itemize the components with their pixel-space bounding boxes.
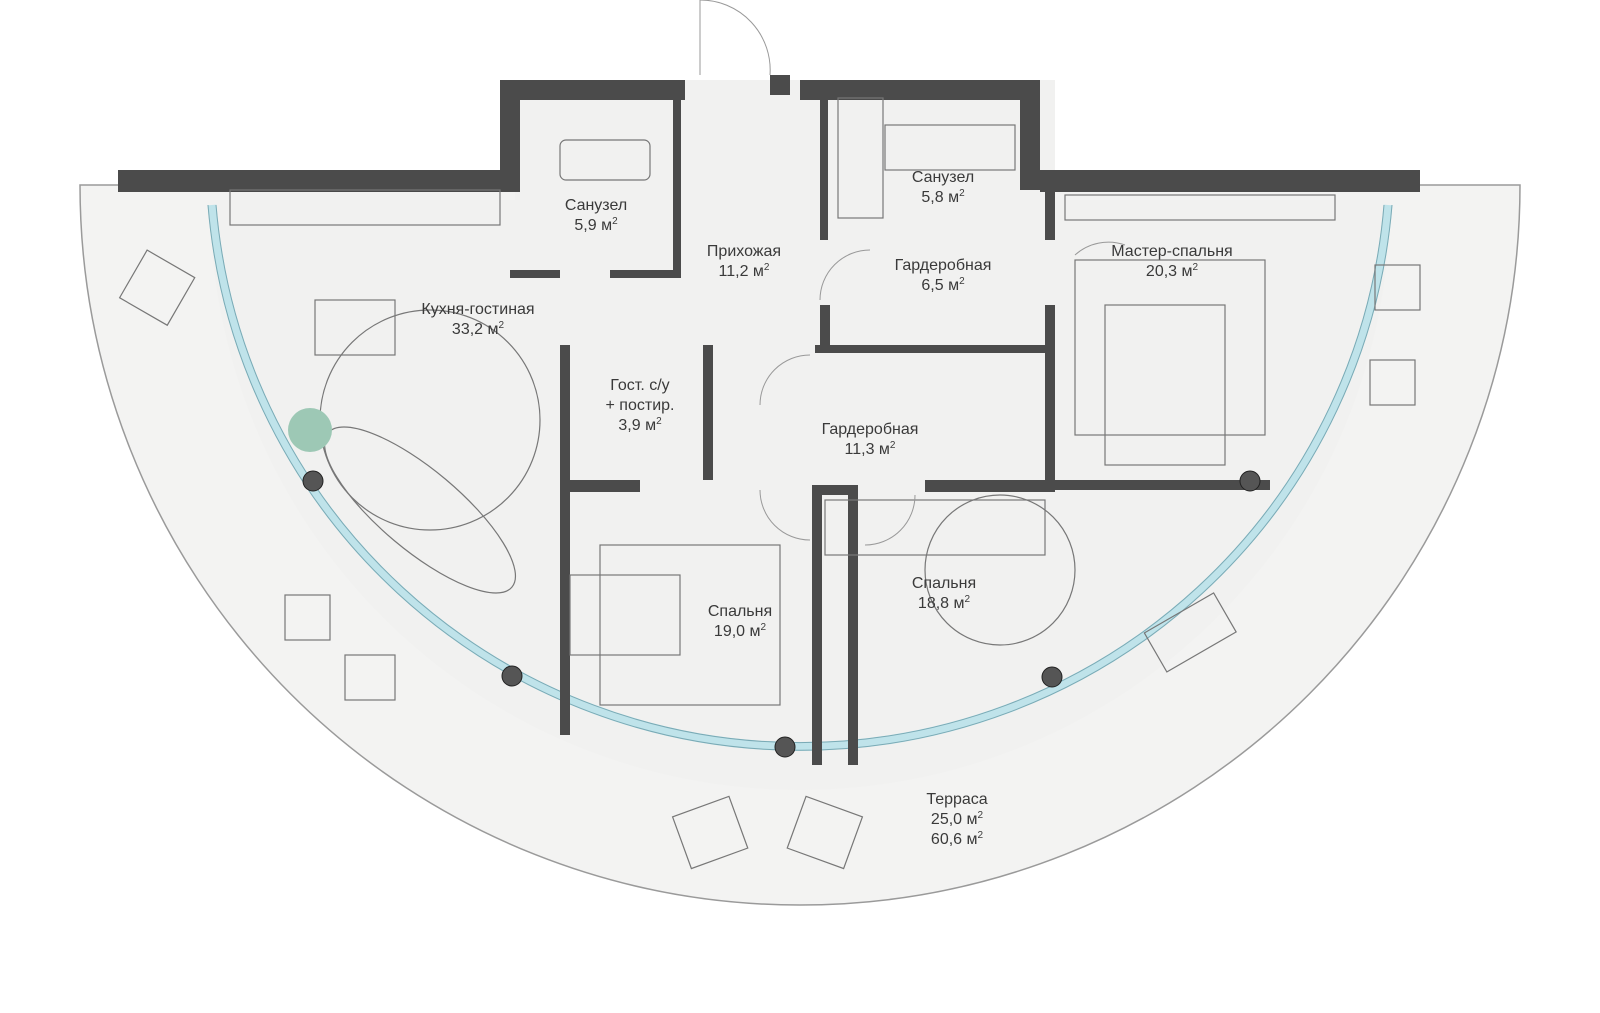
area-unit: м — [752, 263, 764, 280]
area-unit: м — [645, 417, 657, 434]
room-area: 11,3 м2 — [822, 440, 919, 460]
area-unit: м — [749, 623, 761, 640]
area-power: 2 — [498, 320, 505, 331]
columns — [302, 470, 1261, 758]
area-value: 60,6 — [930, 831, 963, 848]
room-name: Кухня-гостиная — [421, 301, 535, 318]
room-area: 5,9 м2 — [565, 216, 627, 236]
area-unit: м — [966, 831, 978, 848]
room-name: Спальня — [911, 575, 977, 592]
room-name: Спальня — [707, 603, 773, 620]
area-power: 2 — [889, 440, 896, 451]
area-power: 2 — [964, 594, 971, 605]
room-label-wardrobe2: Гардеробная 11,3 м2 — [822, 420, 919, 460]
glass-facade — [207, 204, 1393, 751]
area-value: 18,8 — [917, 595, 950, 612]
room-label-master: Мастер-спальня 20,3 м2 — [1111, 242, 1232, 282]
glass-facade-outline — [207, 204, 1393, 751]
area-unit: м — [1181, 263, 1193, 280]
area-value: 11,2 — [718, 263, 749, 280]
area-power: 2 — [959, 188, 965, 199]
glass-facade-inner — [215, 204, 1385, 744]
area-value: 5,9 — [574, 217, 597, 234]
area-power: 2 — [612, 216, 618, 227]
area-power: 2 — [959, 276, 965, 287]
area-power: 2 — [763, 262, 770, 273]
total-area: 60,6 м2 — [926, 830, 987, 850]
area-unit: м — [953, 595, 965, 612]
room-area: 6,5 м2 — [895, 276, 992, 296]
room-area: 33,2 м2 — [421, 320, 534, 340]
area-value: 5,8 — [921, 189, 944, 206]
interior-floor — [210, 200, 1390, 790]
room-label-bed2: Спальня 18,8 м2 — [912, 574, 976, 614]
room-name: Санузел — [564, 197, 628, 214]
room-label-hall: Прихожая 11,2 м2 — [707, 242, 781, 282]
area-value: 6,5 — [921, 277, 944, 294]
room-name-line2: + постир. — [605, 397, 675, 414]
area-unit: м — [878, 441, 890, 458]
area-power: 2 — [656, 416, 662, 427]
room-area: 19,0 м2 — [708, 622, 772, 642]
room-name: Прихожая — [706, 243, 782, 260]
room-label-guest-wc: Гост. с/у + постир. 3,9 м2 — [606, 376, 675, 436]
area-unit: м — [948, 189, 960, 206]
area-value: 19,0 — [713, 623, 746, 640]
walls — [118, 75, 1420, 765]
entry-floor — [515, 80, 1055, 210]
area-power: 2 — [1192, 262, 1199, 273]
room-area: 18,8 м2 — [912, 594, 976, 614]
room-name: Гардеробная — [821, 421, 919, 438]
room-label-terrace: Терраса 25,0 м2 60,6 м2 — [926, 790, 987, 850]
area-power: 2 — [977, 810, 984, 821]
area-value: 25,0 — [930, 811, 963, 828]
area-unit: м — [966, 811, 978, 828]
room-label-wardrobe1: Гардеробная 6,5 м2 — [895, 256, 992, 296]
room-name: Мастер-спальня — [1111, 243, 1233, 260]
room-area: 25,0 м2 — [926, 810, 987, 830]
area-value: 11,3 — [844, 441, 875, 458]
room-label-bath1: Санузел 5,9 м2 — [565, 196, 627, 236]
area-power: 2 — [760, 622, 767, 633]
area-unit: м — [487, 321, 499, 338]
area-value: 33,2 — [451, 321, 484, 338]
room-area: 3,9 м2 — [606, 416, 675, 436]
area-power: 2 — [977, 830, 984, 841]
door-swings — [699, 0, 1126, 546]
room-label-bed1: Спальня 19,0 м2 — [708, 602, 772, 642]
room-area: 5,8 м2 — [912, 188, 974, 208]
room-label-kitchen: Кухня-гостиная 33,2 м2 — [421, 300, 534, 340]
room-area: 20,3 м2 — [1111, 262, 1232, 282]
plant-icon — [288, 408, 332, 452]
area-unit: м — [601, 217, 613, 234]
room-label-bath2: Санузел 5,8 м2 — [912, 168, 974, 208]
area-value: 20,3 — [1145, 263, 1178, 280]
room-name: Гост. с/у — [610, 377, 670, 394]
room-name: Терраса — [926, 791, 988, 808]
room-name: Гардеробная — [894, 257, 992, 274]
room-name: Санузел — [911, 169, 975, 186]
area-value: 3,9 — [618, 417, 641, 434]
area-unit: м — [948, 277, 960, 294]
room-area: 11,2 м2 — [707, 262, 781, 282]
